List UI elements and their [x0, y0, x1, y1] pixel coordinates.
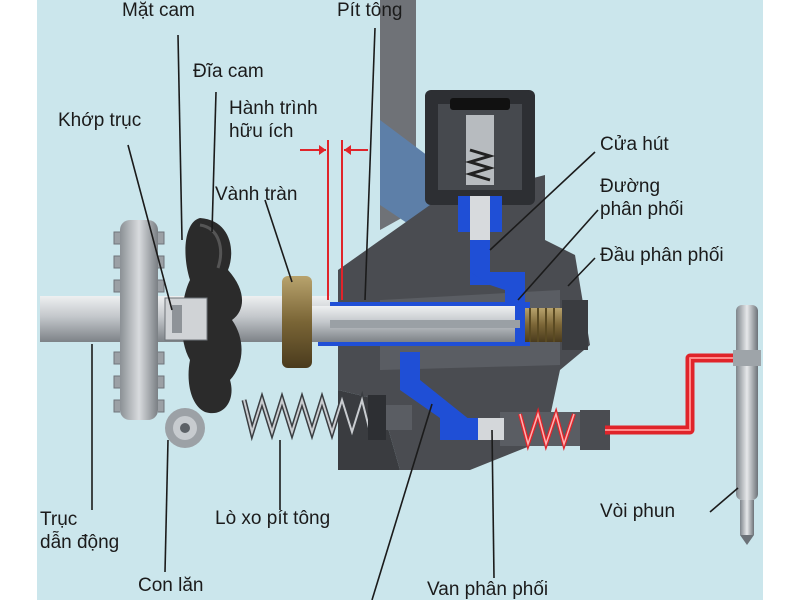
- label-khop-truc: Khớp trục: [58, 110, 142, 131]
- solenoid: [425, 90, 535, 244]
- leader-lines: [91, 27, 739, 600]
- label-vanh-tran: Vành tràn: [215, 184, 298, 205]
- cam-disc: [181, 218, 243, 414]
- label-cua-hut: Cửa hút: [600, 134, 669, 155]
- label-piston: Pít tông: [337, 0, 403, 21]
- label-con-lan: Con lăn: [138, 575, 204, 596]
- label-van-phan-phoi: Van phân phối: [427, 579, 549, 600]
- distributor-plug: [525, 300, 588, 350]
- spill-ring: [282, 276, 312, 368]
- high-pressure-line: [605, 353, 745, 435]
- label-lo-xo-piston: Lò xo pít tông: [215, 508, 331, 529]
- label-voi-phun: Vòi phun: [600, 501, 676, 522]
- label-mat-cam: Mặt cam: [122, 0, 195, 21]
- label-duong-phan-phoi: Đường phân phối: [600, 176, 684, 220]
- plunger-spring: [241, 390, 412, 442]
- label-dia-cam: Đĩa cam: [193, 61, 264, 82]
- injector-nozzle: [733, 305, 761, 545]
- label-hanh-trinh-huu-ich: Hành trình hữu ích: [229, 98, 318, 142]
- useful-stroke-marker: [300, 140, 368, 300]
- roller: [165, 408, 205, 448]
- label-dau-phan-phoi: Đầu phân phối: [600, 245, 724, 266]
- label-truc-dan-dong: Trục dẫn động: [40, 509, 120, 553]
